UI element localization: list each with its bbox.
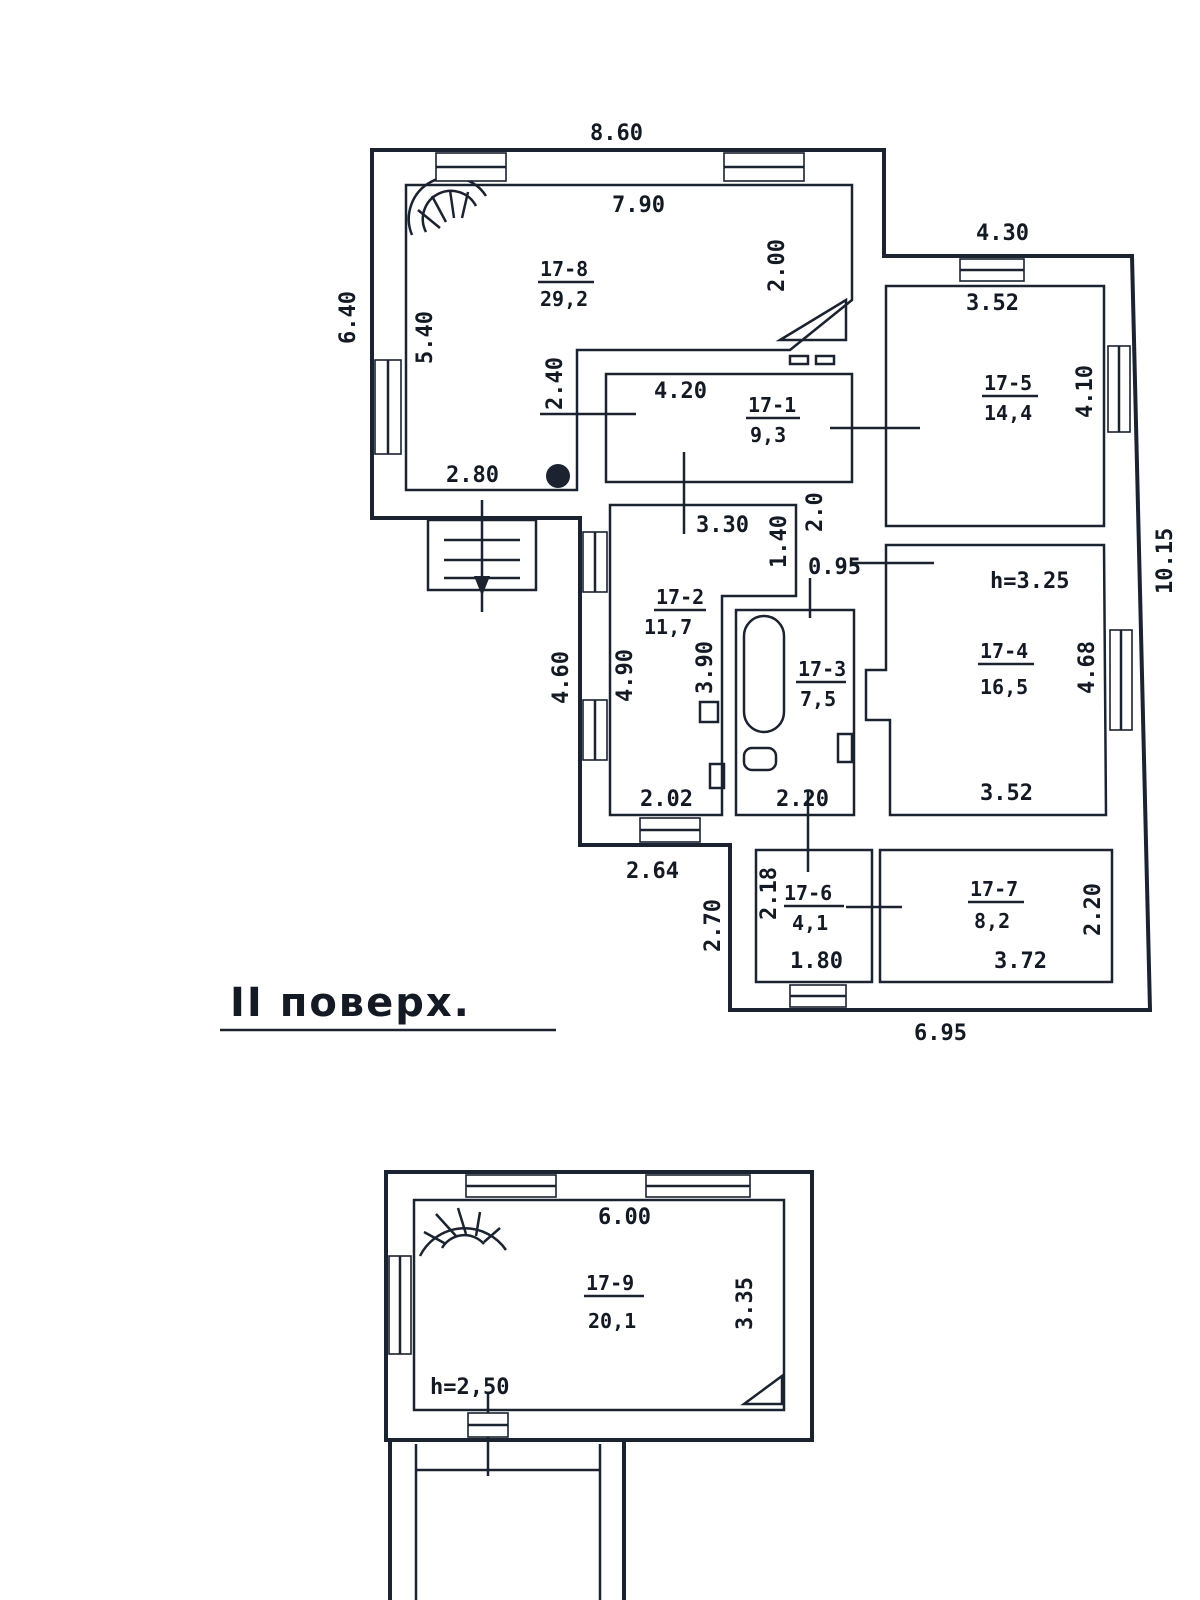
room-17-1-wall	[604, 372, 854, 484]
dim-r2-step: 1.40	[767, 515, 792, 568]
dim-bath-small: 0.95	[808, 555, 861, 580]
svg-text:9,3: 9,3	[750, 423, 786, 447]
windows	[374, 152, 1133, 1008]
room-label-17-6: 17-6 4,1	[784, 881, 844, 935]
floor-title: II поверх.	[230, 980, 471, 1026]
room-label-17-4: 17-4 16,5	[978, 639, 1034, 699]
spiral-stair-icon	[407, 175, 488, 236]
room-label-17-2: 17-2 11,7	[644, 585, 706, 639]
dim-r7-bottom: 3.72	[994, 949, 1047, 974]
dim-top-right: 4.30	[976, 221, 1029, 246]
dim-r6-side-outer: 2.70	[701, 899, 726, 952]
second-floor-plan: 8.60 7.90 2.00 6.40 5.40 2.80 2.40 4.20 …	[220, 121, 1178, 1046]
doors	[540, 412, 934, 909]
chimney-icon	[775, 297, 848, 366]
dim-r4-side: 4.68	[1075, 641, 1100, 694]
dim-r2-inner: 4.90	[613, 649, 638, 702]
toilet-icon	[742, 746, 778, 772]
svg-text:14,4: 14,4	[984, 401, 1032, 425]
sink-icon	[698, 700, 854, 790]
dim-r5-top: 3.52	[966, 291, 1019, 316]
svg-text:17-8: 17-8	[540, 257, 588, 281]
attic-chimney-icon	[740, 1373, 784, 1406]
room-17-4-wall	[864, 543, 1108, 817]
attic-spiral-stair-icon	[418, 1207, 508, 1257]
room-label-17-5: 17-5 14,4	[982, 371, 1038, 425]
svg-text:17-9: 17-9	[586, 1271, 634, 1295]
svg-text:11,7: 11,7	[644, 615, 692, 639]
dim-left-outer: 4.60	[549, 651, 574, 704]
dim-r4-bottom: 3.52	[980, 781, 1033, 806]
dim-r2-top: 3.30	[696, 513, 749, 538]
dim-height-attic: h=2,50	[430, 1375, 509, 1400]
entrance-stair	[426, 500, 538, 612]
svg-text:17-2: 17-2	[656, 585, 704, 609]
dim-r2-mid: 3.90	[693, 641, 718, 694]
dim-attic-top: 6.00	[598, 1205, 651, 1230]
svg-text:20,1: 20,1	[588, 1309, 636, 1333]
dim-height-2f: h=3.25	[990, 569, 1069, 594]
attic-windows	[388, 1174, 751, 1438]
attic-outer-wall	[384, 1170, 814, 1442]
bathtub-icon	[742, 614, 786, 734]
room-17-3-wall	[734, 608, 856, 817]
dim-attic-side: 3.35	[733, 1277, 758, 1330]
dim-r5-side: 4.10	[1073, 365, 1098, 418]
outer-wall	[370, 148, 1153, 1012]
dim-corr-side: 2.0	[803, 492, 828, 532]
dim-main-right: 2.00	[765, 239, 790, 292]
dim-bath-bottom: 2.20	[776, 787, 829, 812]
dim-r6-side-inner: 2.18	[757, 867, 782, 920]
room-17-9-wall	[412, 1198, 786, 1412]
svg-text:17-1: 17-1	[748, 393, 796, 417]
dim-inner-top: 7.90	[612, 193, 665, 218]
dim-r7-side: 2.20	[1081, 883, 1106, 936]
room-17-8-inner-wall	[404, 183, 854, 492]
svg-text:29,2: 29,2	[540, 287, 588, 311]
room-label-17-1: 17-1 9,3	[746, 393, 800, 447]
dim-main-bottom: 2.80	[446, 463, 499, 488]
dim-main-left-outer: 6.40	[336, 291, 361, 344]
dim-top-main: 8.60	[590, 121, 643, 146]
room-17-7-wall	[878, 848, 1114, 984]
dim-left-bottom: 2.64	[626, 859, 679, 884]
room-label-17-8: 17-8 29,2	[538, 257, 594, 311]
svg-text:17-7: 17-7	[970, 877, 1018, 901]
svg-text:7,5: 7,5	[800, 687, 836, 711]
svg-text:8,2: 8,2	[974, 909, 1010, 933]
svg-text:17-4: 17-4	[980, 639, 1028, 663]
dim-corr-top: 4.20	[654, 379, 707, 404]
dim-r6-bottom: 1.80	[790, 949, 843, 974]
svg-text:17-5: 17-5	[984, 371, 1032, 395]
svg-text:16,5: 16,5	[980, 675, 1028, 699]
dim-bottom-overall: 6.95	[914, 1021, 967, 1046]
room-17-5-wall	[884, 284, 1106, 528]
room-label-17-3: 17-3 7,5	[796, 657, 846, 711]
room-label-17-9: 17-9 20,1	[584, 1271, 644, 1333]
dim-r2-bottom: 2.02	[640, 787, 693, 812]
svg-text:17-6: 17-6	[784, 881, 832, 905]
room-17-2-wall	[608, 503, 798, 817]
svg-text:17-3: 17-3	[798, 657, 846, 681]
dim-main-left-inner: 5.40	[413, 311, 438, 364]
room-label-17-7: 17-7 8,2	[968, 877, 1024, 933]
stove-icon	[546, 464, 570, 488]
room-17-6-wall	[754, 848, 874, 984]
dim-corr-left: 2.40	[543, 357, 568, 410]
dim-right-overall: 10.15	[1153, 528, 1178, 594]
attic-balcony	[388, 1394, 626, 1600]
svg-text:4,1: 4,1	[792, 911, 828, 935]
attic-floor-plan: 6.00 3.35 h=2,50 17-9 20,1	[384, 1170, 814, 1600]
